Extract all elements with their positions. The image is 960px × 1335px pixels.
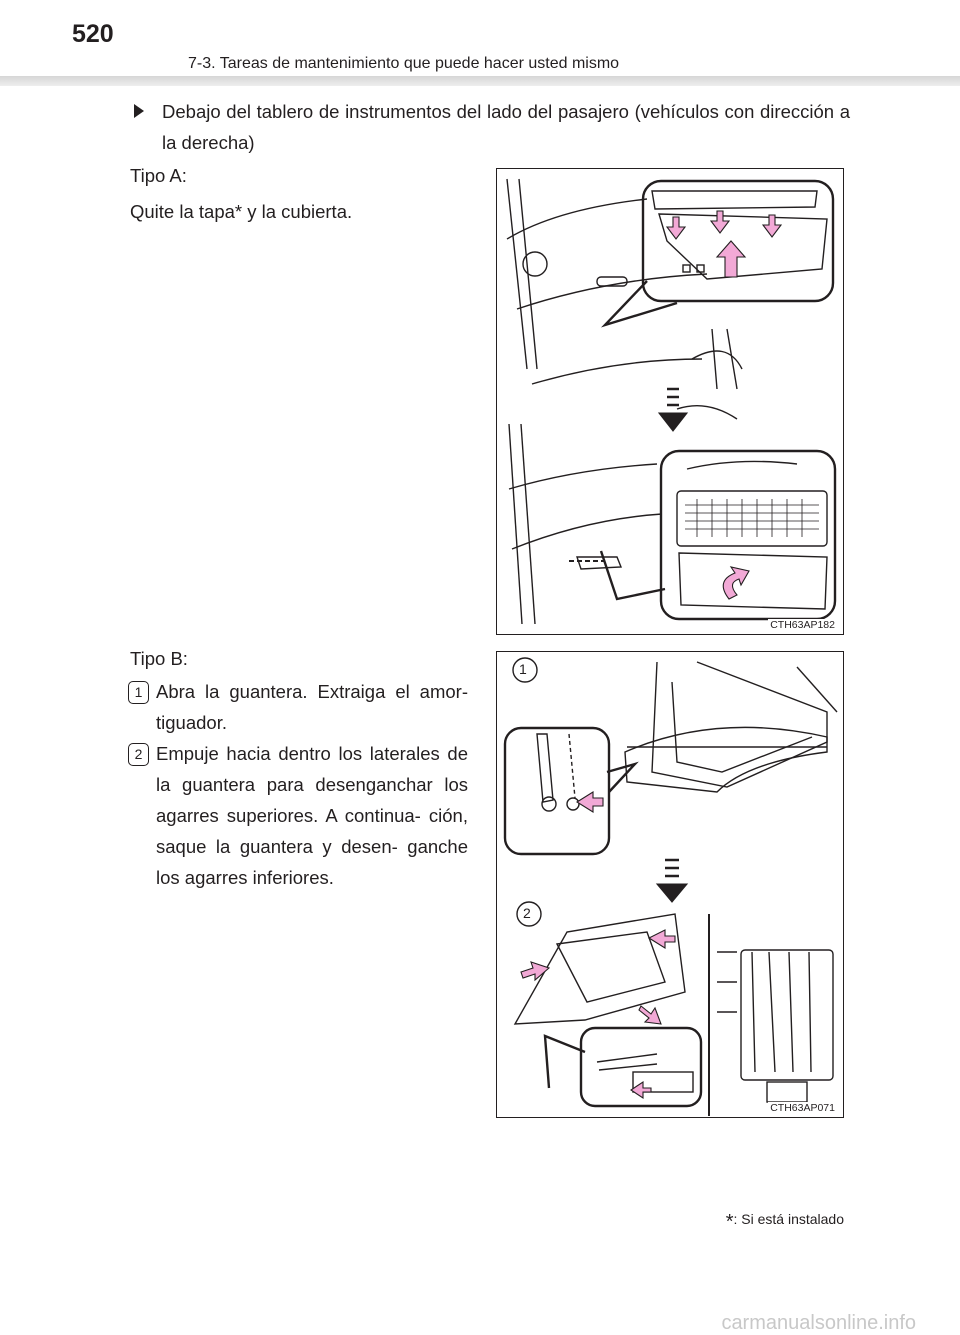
arrow-right-icon [520,961,551,982]
step-number-badge: 1 [128,681,149,704]
arrow-left-icon [575,791,604,813]
figure-type-a: CTH63AP182 [496,168,844,635]
step-number-badge: 2 [128,743,149,766]
arrow-left-icon [647,929,676,949]
arrow-down-icon [709,210,731,234]
footnote-text: : Si está instalado [733,1211,844,1227]
callout-1: 1 [519,661,527,677]
running-header: 7-3. Tareas de mantenimiento que puede h… [188,55,620,72]
arrow-down-icon [665,216,687,240]
triangle-bullet-icon [134,104,144,118]
callout-2: 2 [523,905,531,921]
figure-type-b: 1 2 CTH63AP071 [496,651,844,1118]
dashboard-illustration-a [506,178,837,625]
arrow-down-icon [761,214,783,238]
step-2: 2 Empuje hacia dentro los laterales de l… [128,738,468,893]
type-b-label: Tipo B: [130,648,188,669]
arrow-left-icon [630,1080,652,1100]
figure-code-a: CTH63AP182 [768,619,837,631]
step-text: Empuje hacia dentro los laterales de la … [156,743,468,888]
curved-arrow-icon [722,566,750,600]
watermark: carmanualsonline.info [721,1312,916,1334]
page-number: 520 [72,20,114,48]
step-1: 1 Abra la guantera. Extraiga el amor- ti… [128,676,468,738]
bullet-text: Debajo del tablero de instrumentos del l… [162,101,850,153]
header-rule [0,76,960,86]
figure-code-b: CTH63AP071 [768,1102,837,1114]
footnote-star: * [725,1211,734,1233]
type-a-label: Tipo A: [130,165,187,186]
footnote: *: Si está instalado [726,1211,844,1234]
step-text: Abra la guantera. Extraiga el amor- tigu… [156,681,468,733]
type-a-instruction: Quite la tapa* y la cubierta. [130,201,353,222]
arrow-up-icon [715,240,747,278]
arrow-down-right-icon [638,1005,662,1025]
bullet-item: Debajo del tablero de instrumentos del l… [130,96,850,158]
down-arrow-separator-icon [657,412,689,432]
down-arrow-separator-icon [655,883,689,903]
glovebox-illustration-b [503,657,838,1116]
